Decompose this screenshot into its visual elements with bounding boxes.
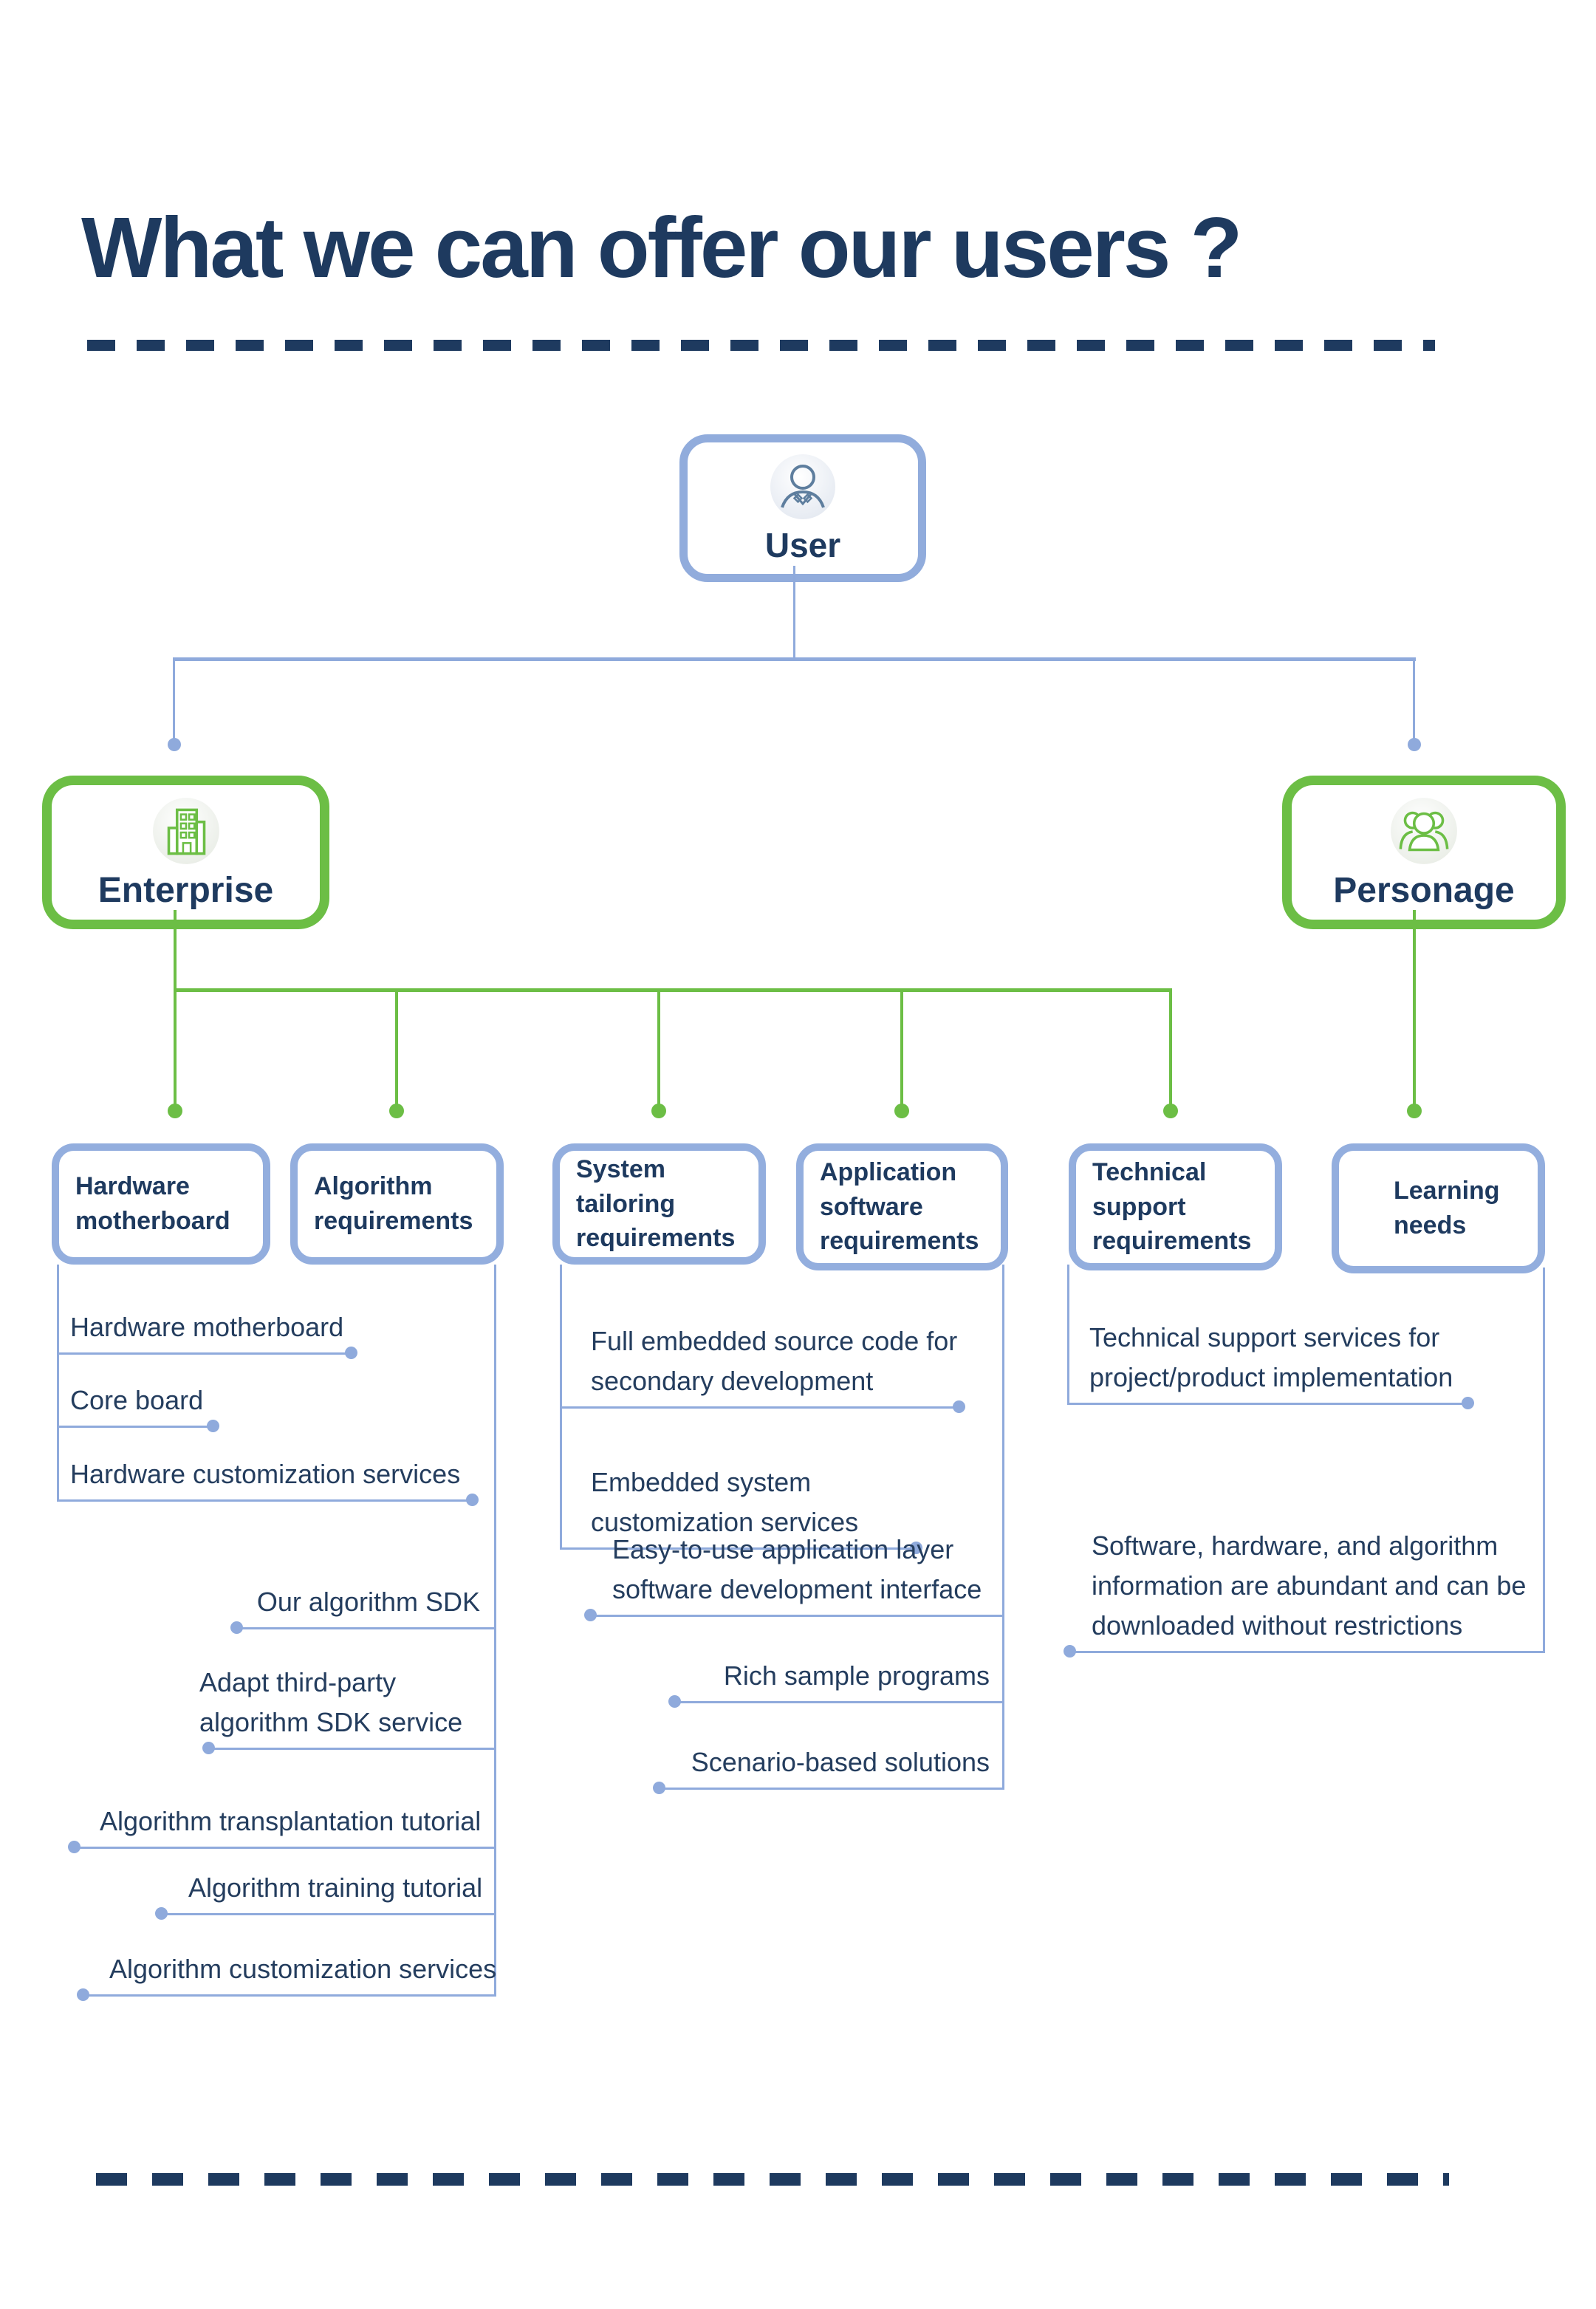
node-personage-label: Personage	[1333, 870, 1515, 910]
connector-cat5-drop	[1169, 992, 1172, 1105]
connector-enterprise-dot	[168, 738, 181, 751]
leaf-dot	[155, 1907, 168, 1920]
category-label: System tailoring requirements	[576, 1154, 736, 1253]
leaf-label: Software, hardware, and algorithm inform…	[1092, 1530, 1527, 1641]
leaf-dot	[345, 1347, 357, 1359]
leaf-underline	[561, 1547, 916, 1550]
leaf-underline	[58, 1499, 472, 1502]
leaf-dot	[953, 1400, 965, 1413]
leaf-underline	[590, 1615, 1004, 1617]
category-label: Hardware motherboard	[75, 1172, 230, 1235]
leaf-label: Adapt third-party algorithm SDK service	[199, 1667, 463, 1737]
leaf-label: Technical support services for project/p…	[1089, 1322, 1453, 1392]
leaf-label: Algorithm training tutorial	[188, 1872, 483, 1903]
leaf-label: Scenario-based solutions	[691, 1747, 990, 1777]
connector-personage-trunk	[1413, 910, 1416, 1105]
leaf-dot	[202, 1742, 215, 1754]
footer-dashes	[96, 2173, 1449, 2186]
page-title: What we can offer our users ?	[81, 199, 1243, 295]
leaf-label: Easy-to-use application layer software d…	[612, 1534, 982, 1604]
connector-cat5-dot	[1163, 1104, 1178, 1118]
leaf-dot	[68, 1841, 81, 1853]
connector-cat3-drop	[657, 992, 660, 1105]
person-icon	[770, 454, 835, 519]
connector-cat2-dot	[389, 1104, 404, 1118]
category-box-technical-support-requirements: Technical support requirements	[1069, 1143, 1282, 1270]
leaf-label: Our algorithm SDK	[256, 1587, 480, 1617]
node-enterprise: Enterprise	[42, 776, 329, 929]
building-icon	[152, 797, 219, 864]
leaf-underline	[659, 1788, 1004, 1790]
connector-personage-drop	[1413, 661, 1415, 739]
leaf-underline	[83, 1994, 496, 1997]
category-label: Learning needs	[1394, 1177, 1500, 1239]
category-box-system-tailoring-requirements: System tailoring requirements	[552, 1143, 766, 1265]
category-box-algorithm-requirements: Algorithm requirements	[290, 1143, 504, 1265]
category-label: Technical support requirements	[1092, 1157, 1252, 1256]
leaf-dot	[230, 1621, 243, 1634]
leaf-label: Hardware motherboard	[70, 1312, 344, 1342]
connector-enterprise-crossbar	[174, 988, 1172, 992]
category-box-application-software-requirements: Application software requirements	[796, 1143, 1008, 1270]
connector-user-stem	[793, 566, 795, 660]
leafline-system	[560, 1265, 562, 1550]
leafline-hardware	[57, 1265, 59, 1502]
node-user-label: User	[764, 526, 841, 564]
category-label: Application software requirements	[820, 1157, 979, 1256]
leaf-underline	[1069, 1651, 1544, 1653]
connector-personage-dot	[1408, 738, 1421, 751]
connector-cat2-drop	[395, 992, 398, 1105]
leaf-underline	[236, 1627, 496, 1629]
category-label: Algorithm requirements	[314, 1172, 473, 1235]
node-enterprise-label: Enterprise	[97, 870, 274, 910]
leafline-algorithm	[494, 1265, 496, 1997]
people-icon	[1391, 797, 1457, 864]
leaf-label: Algorithm customization services	[109, 1954, 497, 1984]
leaf-label: Algorithm transplantation tutorial	[100, 1806, 482, 1836]
leaf-underline	[1069, 1403, 1467, 1405]
leaf-underline	[58, 1352, 351, 1355]
leafline-technical	[1067, 1265, 1069, 1405]
leafline-learning	[1543, 1268, 1545, 1653]
leaf-label: Hardware customization services	[70, 1459, 461, 1489]
category-box-learning-needs: Learning needs	[1332, 1143, 1545, 1273]
leaf-label: Full embedded source code for secondary …	[591, 1326, 958, 1396]
connector-cat4-dot	[894, 1104, 909, 1118]
connector-cat4-drop	[900, 992, 903, 1105]
node-personage: Personage	[1282, 776, 1566, 929]
leaf-underline	[561, 1406, 959, 1409]
leaf-dot	[207, 1420, 219, 1432]
leaf-dot	[466, 1494, 479, 1506]
leaf-dot	[584, 1609, 597, 1621]
leaf-underline	[58, 1426, 213, 1428]
connector-cat6-dot	[1407, 1104, 1422, 1118]
leaf-underline	[674, 1701, 1004, 1703]
leaf-dot	[653, 1782, 665, 1794]
leaf-dot	[1064, 1645, 1076, 1658]
leaf-label: Core board	[70, 1385, 204, 1415]
leaf-underline	[208, 1748, 496, 1750]
node-user: User	[679, 434, 926, 582]
connector-user-crossbar	[173, 657, 1416, 661]
leaf-dot	[910, 1542, 922, 1554]
leaf-underline	[161, 1913, 496, 1915]
connector-enterprise-trunk	[174, 910, 177, 1105]
leaf-dot	[1462, 1397, 1474, 1409]
leaf-label: Embedded system customization services	[591, 1467, 859, 1537]
leafline-application	[1002, 1265, 1004, 1790]
connector-cat1-dot	[168, 1104, 182, 1118]
leaf-dot	[77, 1988, 89, 2001]
leaf-dot	[668, 1695, 681, 1708]
leaf-label: Rich sample programs	[723, 1660, 990, 1691]
connector-cat3-dot	[651, 1104, 666, 1118]
connector-enterprise-drop	[173, 661, 175, 739]
leaf-underline	[74, 1847, 496, 1849]
category-box-hardware-motherboard: Hardware motherboard	[52, 1143, 270, 1265]
title-divider-dashes	[87, 340, 1435, 351]
